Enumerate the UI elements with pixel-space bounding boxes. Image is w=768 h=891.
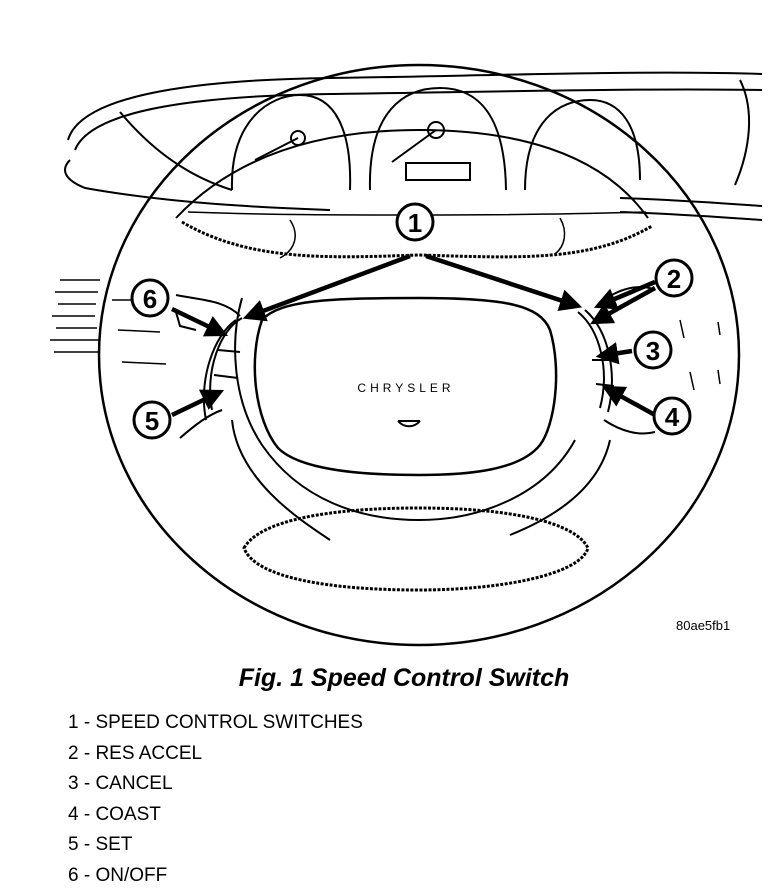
- callout-4: 4: [654, 398, 690, 434]
- legend-item: 4 - COAST: [68, 800, 363, 831]
- figure-id: 80ae5fb1: [676, 618, 730, 633]
- figure-caption: Fig. 1 Speed Control Switch: [0, 664, 768, 693]
- svg-text:5: 5: [145, 406, 159, 436]
- legend-item: 3 - CANCEL: [68, 769, 363, 800]
- airbag-cover: CHRYSLER: [255, 298, 556, 475]
- arrow-3: [600, 351, 632, 356]
- callout-6: 6: [132, 280, 168, 316]
- callout-2: 2: [656, 260, 692, 296]
- instrument-cluster: [120, 88, 640, 190]
- svg-text:3: 3: [646, 336, 660, 366]
- arrow-4: [606, 388, 655, 415]
- legend-item: 6 - ON/OFF: [68, 861, 363, 891]
- arrow-6: [172, 309, 224, 334]
- legend-item: 5 - SET: [68, 830, 363, 861]
- svg-text:4: 4: [665, 402, 680, 432]
- steering-wheel-diagram: CHRYSLER 1: [0, 0, 768, 650]
- callout-3: 3: [635, 332, 671, 368]
- arrow-5: [172, 392, 220, 415]
- odometer-display: [406, 163, 470, 180]
- brand-emblem: [398, 421, 420, 426]
- arrow-1-left: [247, 256, 410, 317]
- callout-5: 5: [134, 402, 170, 438]
- svg-text:1: 1: [408, 208, 422, 238]
- svg-text:6: 6: [143, 284, 157, 314]
- brand-logo: CHRYSLER: [357, 381, 454, 395]
- legend-item: 2 - RES ACCEL: [68, 739, 363, 770]
- svg-text:2: 2: [667, 264, 681, 294]
- callout-1: 1: [397, 204, 433, 240]
- legend-list: 1 - SPEED CONTROL SWITCHES 2 - RES ACCEL…: [68, 708, 363, 891]
- legend-item: 1 - SPEED CONTROL SWITCHES: [68, 708, 363, 739]
